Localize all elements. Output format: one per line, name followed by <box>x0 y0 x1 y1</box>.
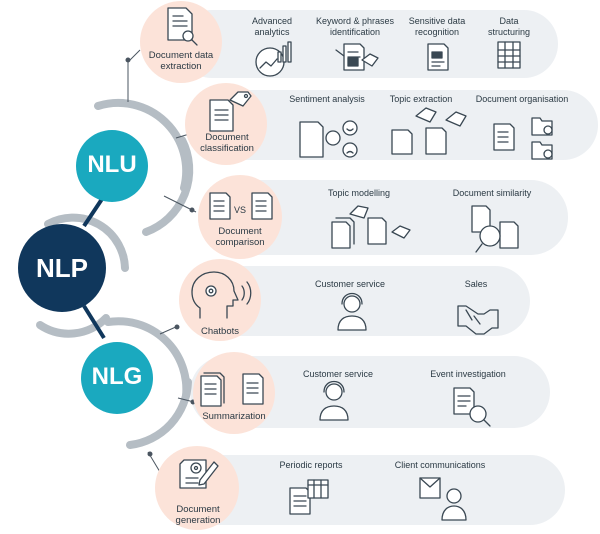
band-comparison <box>198 180 568 255</box>
nlu-arc-lower <box>142 136 194 236</box>
analytics-icon <box>255 41 292 77</box>
item-client-communications: Client communications <box>394 460 486 470</box>
category-summarization: Summarization <box>202 411 266 422</box>
topic-modelling-icon <box>331 205 411 249</box>
item-event-investigation: Event investigation <box>430 369 506 379</box>
document-tag-icon <box>209 91 252 132</box>
document-tags-icon <box>335 43 379 71</box>
documents-compare-icon <box>209 192 273 220</box>
item-document-organisation: Document organisation <box>475 94 569 104</box>
document-gear-pen-icon <box>179 459 219 489</box>
document-organisation-icon <box>493 117 553 160</box>
item-data-structuring: Data structuring <box>487 16 531 37</box>
vs-label: VS <box>233 205 246 215</box>
customer-service-icon-2 <box>319 380 349 421</box>
periodic-reports-icon <box>289 479 329 515</box>
nlu-hub <box>76 130 148 202</box>
documents-stack-icon <box>200 372 264 407</box>
item-sensitive-data: Sensitive data recognition <box>408 16 466 37</box>
category-generation: Document generation <box>175 504 221 526</box>
item-sales: Sales <box>464 279 488 289</box>
circle-extraction <box>140 1 222 83</box>
document-sensitive-icon <box>427 43 449 71</box>
hub-links <box>82 194 106 340</box>
nlp-hub <box>18 224 106 312</box>
nlp-arc <box>44 213 129 272</box>
nlu-label: NLU <box>87 151 137 178</box>
data-grid-icon <box>497 41 521 69</box>
circle-chatbots <box>179 259 261 341</box>
item-document-similarity: Document similarity <box>452 188 532 198</box>
item-periodic-reports: Periodic reports <box>279 460 343 470</box>
item-customer-service-summary: Customer service <box>302 369 374 379</box>
nlp-label: NLP <box>36 253 88 283</box>
item-topic-modelling: Topic modelling <box>327 188 391 198</box>
category-circles <box>140 1 282 530</box>
nlg-hub <box>81 342 153 414</box>
band-generation <box>160 455 565 525</box>
item-sentiment-analysis: Sentiment analysis <box>289 94 365 104</box>
item-customer-service-chat: Customer service <box>314 279 386 289</box>
event-investigation-icon <box>453 387 491 427</box>
customer-service-icon <box>337 292 367 331</box>
category-chatbots: Chatbots <box>200 326 240 337</box>
item-topic-extraction: Topic extraction <box>389 94 453 104</box>
category-classification: Document classification <box>200 132 254 154</box>
document-similarity-icon <box>471 205 519 253</box>
orbit-arcs <box>36 98 194 449</box>
item-advanced-analytics: Advanced analytics <box>251 16 293 37</box>
client-communications-icon <box>419 477 467 521</box>
topic-extraction-icon <box>391 107 467 155</box>
handshake-icon <box>457 305 499 335</box>
document-search-icon <box>167 7 198 46</box>
head-gear-icon <box>191 271 252 319</box>
sentiment-icon <box>299 120 358 158</box>
nlg-arc-lower <box>126 378 192 449</box>
category-extraction: Document data extraction <box>148 50 214 72</box>
nlp-arc-lower <box>36 314 110 338</box>
category-comparison: Document comparison <box>215 226 265 248</box>
item-keyword-identification: Keyword & phrases identification <box>315 16 395 37</box>
nlg-label: NLG <box>91 363 143 390</box>
